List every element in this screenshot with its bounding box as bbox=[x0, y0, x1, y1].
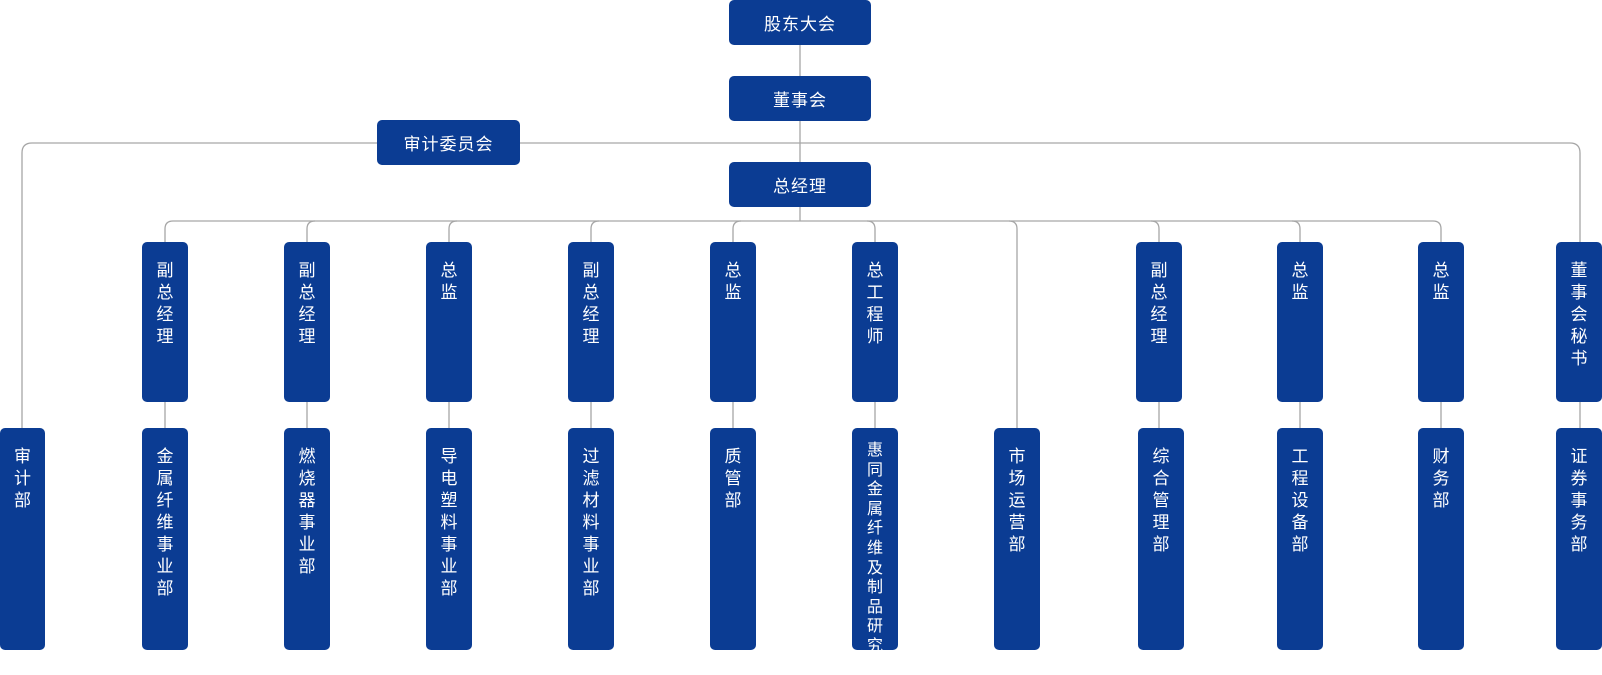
manager-label: 总监 bbox=[1291, 261, 1309, 303]
department-box: 导电塑料事业部 bbox=[426, 428, 472, 650]
department-label: 燃烧器事业部 bbox=[298, 447, 316, 577]
manager-label: 总监 bbox=[1432, 261, 1450, 303]
department-box: 综合管理部 bbox=[1138, 428, 1184, 650]
connector-lines bbox=[21, 45, 1581, 428]
department-label: 工程设备部 bbox=[1291, 447, 1309, 555]
department-label: 过滤材料事业部 bbox=[582, 447, 600, 599]
manager-box: 副总经理 bbox=[284, 242, 330, 402]
department-label: 证券事务部 bbox=[1570, 447, 1588, 555]
department-label: 金属纤维事业部 bbox=[156, 447, 174, 599]
department-box: 市场运营部 bbox=[994, 428, 1040, 650]
department-box: 审计部 bbox=[0, 428, 45, 650]
manager-box: 总监 bbox=[1418, 242, 1464, 402]
manager-box: 董事会秘书 bbox=[1556, 242, 1602, 402]
board-of-directors-box: 董事会 bbox=[729, 76, 871, 121]
shareholders-meeting-box: 股东大会 bbox=[729, 0, 871, 45]
department-box: 燃烧器事业部 bbox=[284, 428, 330, 650]
department-label: 质管部 bbox=[724, 447, 742, 511]
manager-box: 副总经理 bbox=[142, 242, 188, 402]
manager-box: 总监 bbox=[1277, 242, 1323, 402]
manager-label: 总监 bbox=[724, 261, 742, 303]
department-label: 惠同金属纤维及制品研究院 bbox=[866, 440, 883, 675]
manager-box: 总工程师 bbox=[852, 242, 898, 402]
department-label: 导电塑料事业部 bbox=[440, 447, 458, 599]
department-label: 审计部 bbox=[14, 447, 31, 511]
shareholders-meeting-label: 股东大会 bbox=[764, 15, 836, 35]
department-box: 证券事务部 bbox=[1556, 428, 1602, 650]
board-of-directors-label: 董事会 bbox=[773, 91, 827, 111]
audit-committee-label: 审计委员会 bbox=[403, 135, 494, 155]
manager-box: 总监 bbox=[710, 242, 756, 402]
department-box: 工程设备部 bbox=[1277, 428, 1323, 650]
department-box: 惠同金属纤维及制品研究院 bbox=[852, 428, 898, 675]
manager-box: 副总经理 bbox=[1136, 242, 1182, 402]
department-box: 质管部 bbox=[710, 428, 756, 650]
department-box: 财务部 bbox=[1418, 428, 1464, 650]
department-box: 过滤材料事业部 bbox=[568, 428, 614, 650]
manager-label: 董事会秘书 bbox=[1570, 261, 1588, 369]
manager-label: 副总经理 bbox=[298, 261, 316, 347]
manager-box: 总监 bbox=[426, 242, 472, 402]
manager-label: 总工程师 bbox=[866, 261, 884, 347]
department-label: 市场运营部 bbox=[1008, 447, 1026, 555]
department-label: 财务部 bbox=[1432, 447, 1450, 511]
manager-label: 总监 bbox=[440, 261, 458, 303]
manager-label: 副总经理 bbox=[156, 261, 174, 347]
department-box: 金属纤维事业部 bbox=[142, 428, 188, 650]
audit-committee-box: 审计委员会 bbox=[377, 120, 520, 165]
manager-label: 副总经理 bbox=[1150, 261, 1168, 347]
general-manager-box: 总经理 bbox=[729, 162, 871, 207]
manager-label: 副总经理 bbox=[582, 261, 600, 347]
department-label: 综合管理部 bbox=[1152, 447, 1170, 555]
general-manager-label: 总经理 bbox=[773, 177, 827, 197]
manager-box: 副总经理 bbox=[568, 242, 614, 402]
